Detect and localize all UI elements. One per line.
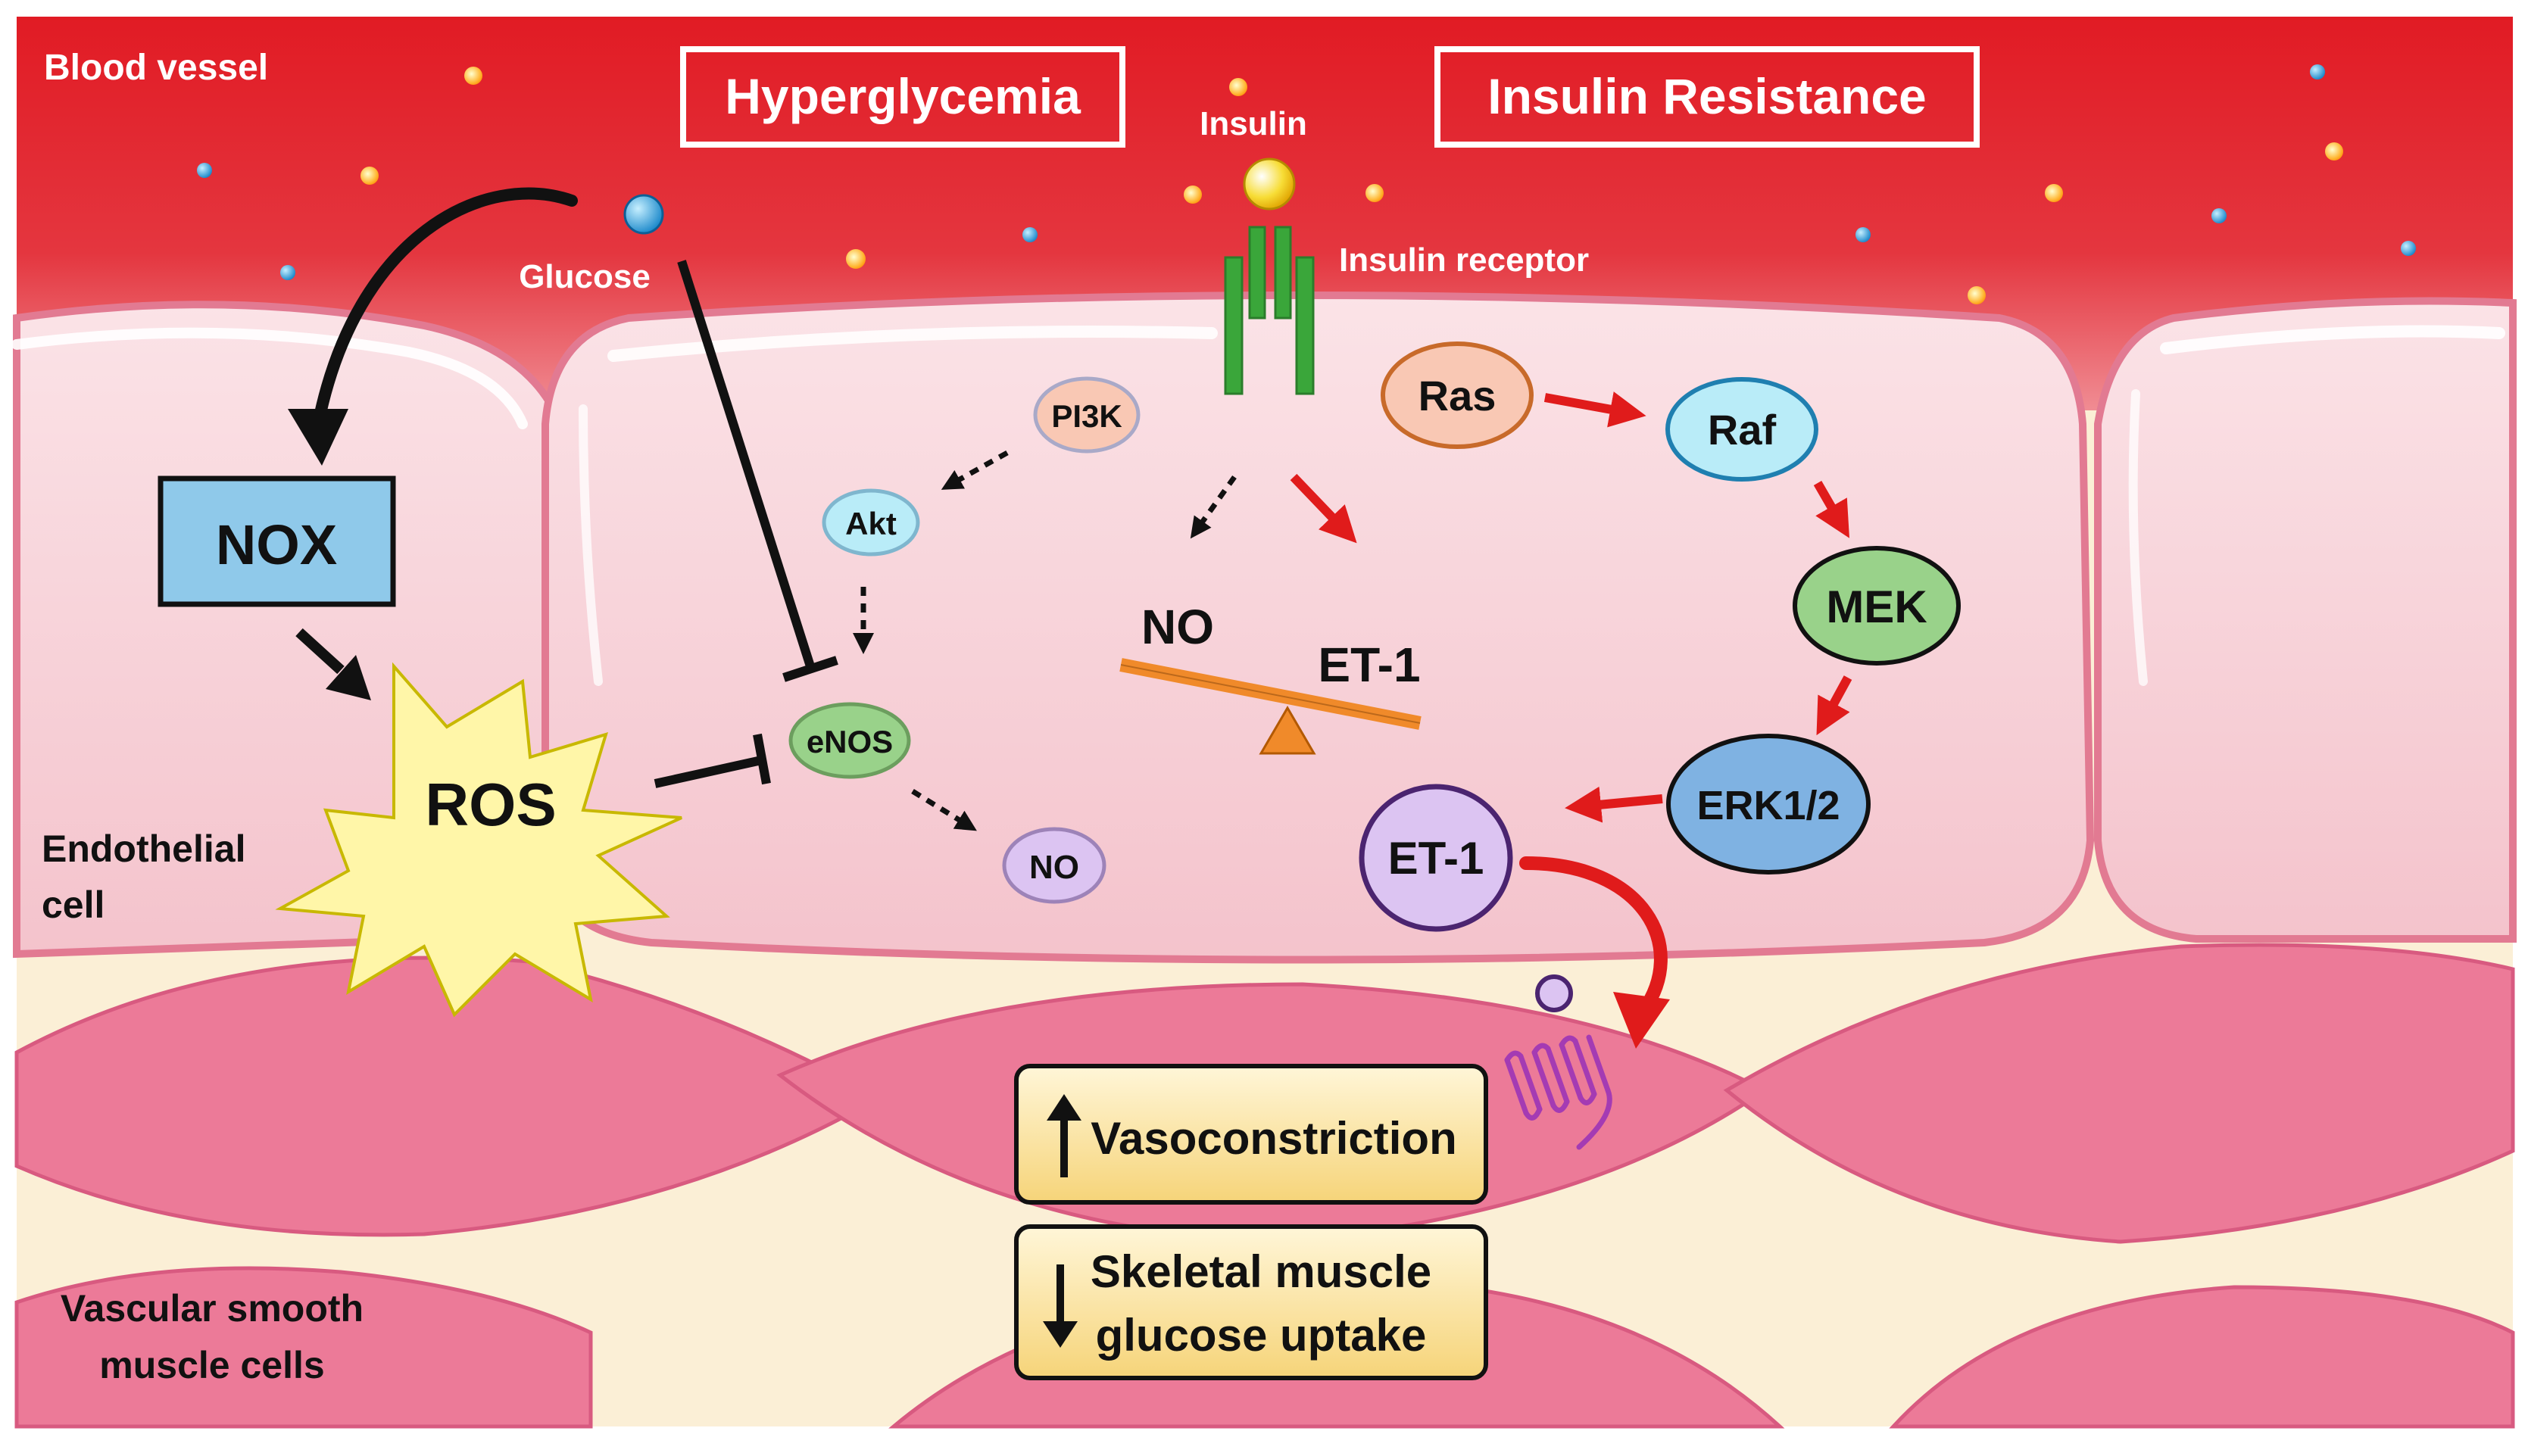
- erk-node: ERK1/2: [1666, 734, 1871, 875]
- glucose-inhibits-enos-line: [677, 260, 815, 668]
- ros-inhibits-enos-line: [654, 755, 766, 788]
- vsmc-label-line1: Vascular smooth: [61, 1287, 364, 1330]
- balance-no-label: NO: [1141, 600, 1214, 654]
- ras-node: Ras: [1381, 341, 1534, 449]
- down-arrow-icon: [1043, 1264, 1078, 1348]
- mek-node: MEK: [1793, 546, 1961, 666]
- endothelial-cell-label-line2: cell: [42, 884, 105, 926]
- enos-label: eNOS: [807, 724, 893, 759]
- ros-label: ROS: [425, 771, 556, 838]
- enos-node: eNOS: [788, 702, 911, 779]
- et1-release-arrowhead: [1613, 992, 1670, 1049]
- et1-label: ET-1: [1388, 833, 1484, 884]
- insulin-receptor-icon: [1224, 226, 1315, 395]
- nox-node: NOX: [158, 475, 396, 607]
- pi3k-node: PI3K: [1033, 376, 1141, 454]
- endothelial-cell-right: [2094, 297, 2517, 943]
- no-label: NO: [1029, 849, 1079, 886]
- glucose-inhibits-enos-bar: [782, 656, 838, 682]
- akt-label: Akt: [845, 506, 897, 541]
- nox-to-ros-arrow: [295, 628, 345, 675]
- glucose-uptake-box: Skeletal muscle glucose uptake: [1014, 1224, 1488, 1380]
- hyperglycemia-label: Hyperglycemia: [725, 68, 1081, 124]
- raf-node: Raf: [1665, 377, 1818, 482]
- insulin-label: Insulin: [1200, 105, 1307, 142]
- balance-et1-label: ET-1: [1318, 638, 1420, 692]
- glucose-uptake-label-line2: glucose uptake: [1096, 1310, 1427, 1361]
- no-node: NO: [1002, 827, 1106, 904]
- vasoconstriction-box: Vasoconstriction: [1014, 1064, 1488, 1205]
- nox-to-ros-arrowhead: [326, 655, 371, 700]
- up-arrow-icon: [1047, 1094, 1081, 1177]
- endothelial-cell-label-line1: Endothelial: [42, 828, 245, 870]
- no-et1-balance: NO ET-1: [1119, 600, 1422, 755]
- glucose-to-nox-arrow: [312, 187, 578, 430]
- receptor-to-pi3k-branch-arrow: [1190, 475, 1237, 539]
- erk-label: ERK1/2: [1696, 783, 1840, 828]
- receptor-to-mapk-branch-arrow: [1290, 473, 1357, 544]
- blood-vessel-label: Blood vessel: [44, 48, 268, 88]
- raf-label: Raf: [1708, 406, 1777, 454]
- nox-label: NOX: [216, 513, 337, 576]
- glucose-to-nox-arrowhead: [288, 409, 348, 466]
- insulin-resistance-box: Insulin Resistance: [1434, 46, 1980, 148]
- ros-node: ROS: [275, 662, 682, 1018]
- ras-to-raf-arrow: [1543, 391, 1646, 428]
- et1-release-arrow: [1519, 856, 1668, 1018]
- balance-fulcrum-icon: [1259, 706, 1316, 755]
- blood-particles: [197, 64, 2416, 304]
- erk-to-et1-arrow: [1565, 786, 1663, 823]
- pi3k-to-akt-arrow: [941, 450, 1009, 490]
- insulin-resistance-label: Insulin Resistance: [1487, 68, 1927, 124]
- raf-to-mek-arrow: [1813, 481, 1849, 538]
- vsmc-label-line2: muscle cells: [99, 1344, 324, 1386]
- released-et1-molecule-icon: [1535, 974, 1573, 1012]
- et1-node: ET-1: [1359, 784, 1513, 932]
- mek-to-erk-arrow: [1816, 675, 1852, 736]
- insulin-receptor-label: Insulin receptor: [1339, 242, 1589, 279]
- glucose-label: Glucose: [519, 258, 651, 295]
- ras-label: Ras: [1418, 372, 1497, 419]
- insulin-molecule-icon: [1243, 157, 1296, 210]
- vasoconstriction-label: Vasoconstriction: [1091, 1113, 1456, 1164]
- mek-label: MEK: [1826, 581, 1927, 632]
- glucose-uptake-label-line1: Skeletal muscle: [1091, 1246, 1431, 1297]
- akt-node: Akt: [822, 488, 920, 557]
- glucose-molecule-icon: [623, 194, 664, 235]
- hyperglycemia-box: Hyperglycemia: [680, 46, 1125, 148]
- ros-inhibits-enos-bar: [753, 733, 771, 785]
- enos-to-no-arrow: [911, 789, 977, 831]
- pi3k-label: PI3K: [1051, 398, 1122, 434]
- et1-receptor-icon: [1504, 1034, 1612, 1150]
